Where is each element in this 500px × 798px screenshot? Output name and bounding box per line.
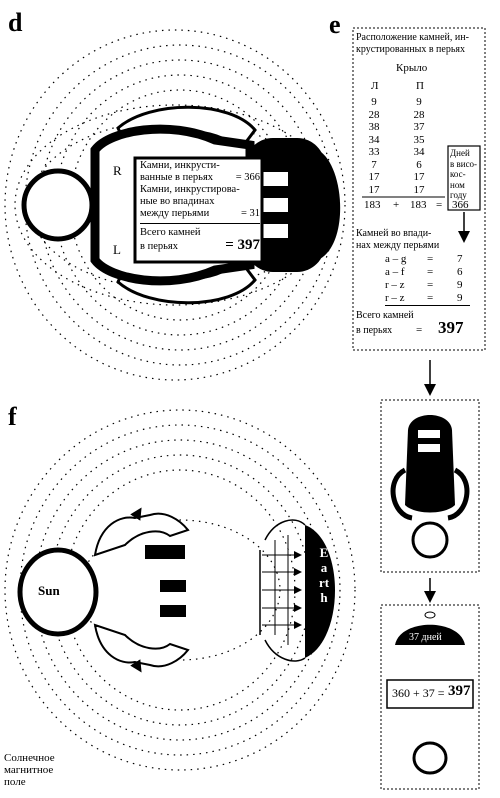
between-rows: а – g = 7 а – f = 6 r – z = 9 r – z = 9: [385, 253, 480, 306]
total-label-row: в перьях = 397: [140, 237, 260, 253]
leap-year-label: Дней в висо- кос- ном году: [450, 148, 480, 201]
caption-a: Солнечное: [4, 752, 55, 764]
equation-b: 397: [448, 683, 471, 699]
sum-left: 183: [364, 199, 381, 211]
between-row-label: r – z: [385, 292, 405, 304]
left-value: 9: [371, 96, 377, 108]
leap-line: кос-: [450, 169, 466, 179]
leap-line: Дней: [450, 148, 470, 158]
between-a: Камней во впади-: [356, 228, 432, 239]
equation-a: 360 + 37 =: [392, 686, 445, 700]
total-e-block: Всего камней в перьях = 397: [356, 310, 481, 337]
between-row: а – f = 6: [385, 266, 480, 279]
stones-value2: = 31: [240, 208, 260, 219]
leap-line: году: [450, 190, 467, 200]
panel-e-title-b: крустированных в перьях: [356, 44, 466, 55]
between-feathers-title: Камней во впади- нах между перьями: [356, 228, 466, 252]
mound-icon: [395, 624, 465, 645]
leap-line: в висо-: [450, 158, 478, 169]
left-wing-values: 9 28 38 34 33 7 17 17: [362, 96, 386, 196]
left-value: 17: [368, 183, 380, 196]
stones-line1b-row: ванные в перьях = 366: [140, 172, 260, 184]
left-value: 38: [368, 121, 380, 133]
stones-in-feathers: Камни, инкрусти- ванные в перьях = 366 К…: [140, 160, 260, 253]
wing-label-l: L: [113, 242, 121, 257]
sum-total: 366: [452, 199, 469, 211]
scarab-figure-d: [21, 105, 341, 305]
leap-year-box: [447, 145, 481, 211]
wing-label: Крыло: [396, 62, 428, 74]
panel-label-e: e: [329, 10, 341, 39]
col-left-header: Л: [371, 80, 379, 92]
stones-line2c-row: между перьями = 31: [140, 208, 260, 220]
total-e-a: Всего камней: [356, 310, 414, 321]
total-d-block: Всего камней в перьях = 397: [140, 223, 260, 253]
panel-label-d: d: [8, 8, 23, 37]
left-value: 28: [368, 108, 380, 121]
between-row-eq: =: [427, 292, 434, 304]
sun-earth-figure: [17, 507, 335, 673]
scarab-small: [390, 415, 470, 559]
right-value: 17: [413, 171, 425, 183]
right-value: 28: [413, 108, 425, 121]
between-row: r – z = 9: [385, 292, 470, 306]
solar-field-caption: Солнечное магнитное поле: [4, 752, 55, 788]
panel-label-f: f: [8, 402, 17, 431]
total-label-b: в перьях: [140, 241, 178, 252]
sun-label: Sun: [38, 583, 60, 598]
small-ring-icon: [424, 611, 436, 619]
equation-box: [386, 679, 474, 709]
right-value: 35: [413, 133, 425, 146]
right-value: 6: [416, 158, 422, 171]
between-row: r – z = 9: [385, 279, 480, 292]
total-e-b: в перьях: [356, 325, 393, 336]
between-row-eq: =: [427, 279, 434, 291]
stones-line1a: Камни, инкрусти-: [140, 160, 220, 171]
stones-line2c: между перьями: [140, 208, 210, 219]
panel-e-title: Расположение камней, ин- крустированных …: [356, 32, 484, 56]
caption-b: магнитное: [4, 764, 54, 776]
caption-c: поле: [4, 776, 26, 788]
panel-e-title-a: Расположение камней, ин-: [356, 32, 469, 43]
total-e-row: в перьях = 397: [356, 318, 481, 337]
between-row-value: 6: [457, 266, 463, 278]
earth-label: Earth: [318, 545, 330, 605]
right-value: 37: [413, 121, 425, 133]
wing-label-r: R: [113, 163, 122, 178]
right-wing-values: 9 28 37 35 34 6 17 17: [407, 96, 431, 196]
between-row-value: 7: [457, 253, 463, 265]
right-value: 17: [413, 183, 425, 196]
total-label-a: Всего камней: [140, 227, 201, 238]
sum-right: 183: [410, 199, 427, 211]
right-value: 34: [413, 146, 425, 158]
total-e-value: 397: [438, 318, 464, 337]
col-right-header: П: [416, 80, 424, 92]
sum-plus: +: [393, 199, 400, 211]
total-e-eq: =: [416, 324, 423, 336]
stones-line2b: ные во впадинах: [140, 196, 215, 207]
between-row: а – g = 7: [385, 253, 480, 266]
between-row-label: а – f: [385, 266, 405, 278]
stones-value1: = 366: [235, 172, 260, 183]
days-label: 37 дней: [409, 632, 442, 643]
between-row-value: 9: [457, 292, 463, 304]
between-row-eq: =: [427, 253, 434, 265]
between-row-eq: =: [427, 266, 434, 278]
sum-equals: =: [436, 199, 443, 211]
between-row-value: 9: [457, 279, 463, 291]
stones-line1b: ванные в перьях: [140, 172, 214, 183]
left-value: 7: [371, 158, 377, 171]
left-value: 33: [368, 146, 380, 158]
leap-line: ном: [450, 179, 465, 190]
between-row-label: а – g: [385, 253, 407, 265]
left-value: 17: [368, 171, 380, 183]
final-circle: [412, 741, 448, 775]
right-value: 9: [416, 96, 422, 108]
stones-line2a: Камни, инкрустирова-: [140, 184, 240, 195]
total-value-d: = 397: [225, 237, 260, 253]
between-b: нах между перьями: [356, 240, 440, 251]
left-value: 34: [368, 133, 380, 146]
between-row-label: r – z: [385, 279, 405, 291]
